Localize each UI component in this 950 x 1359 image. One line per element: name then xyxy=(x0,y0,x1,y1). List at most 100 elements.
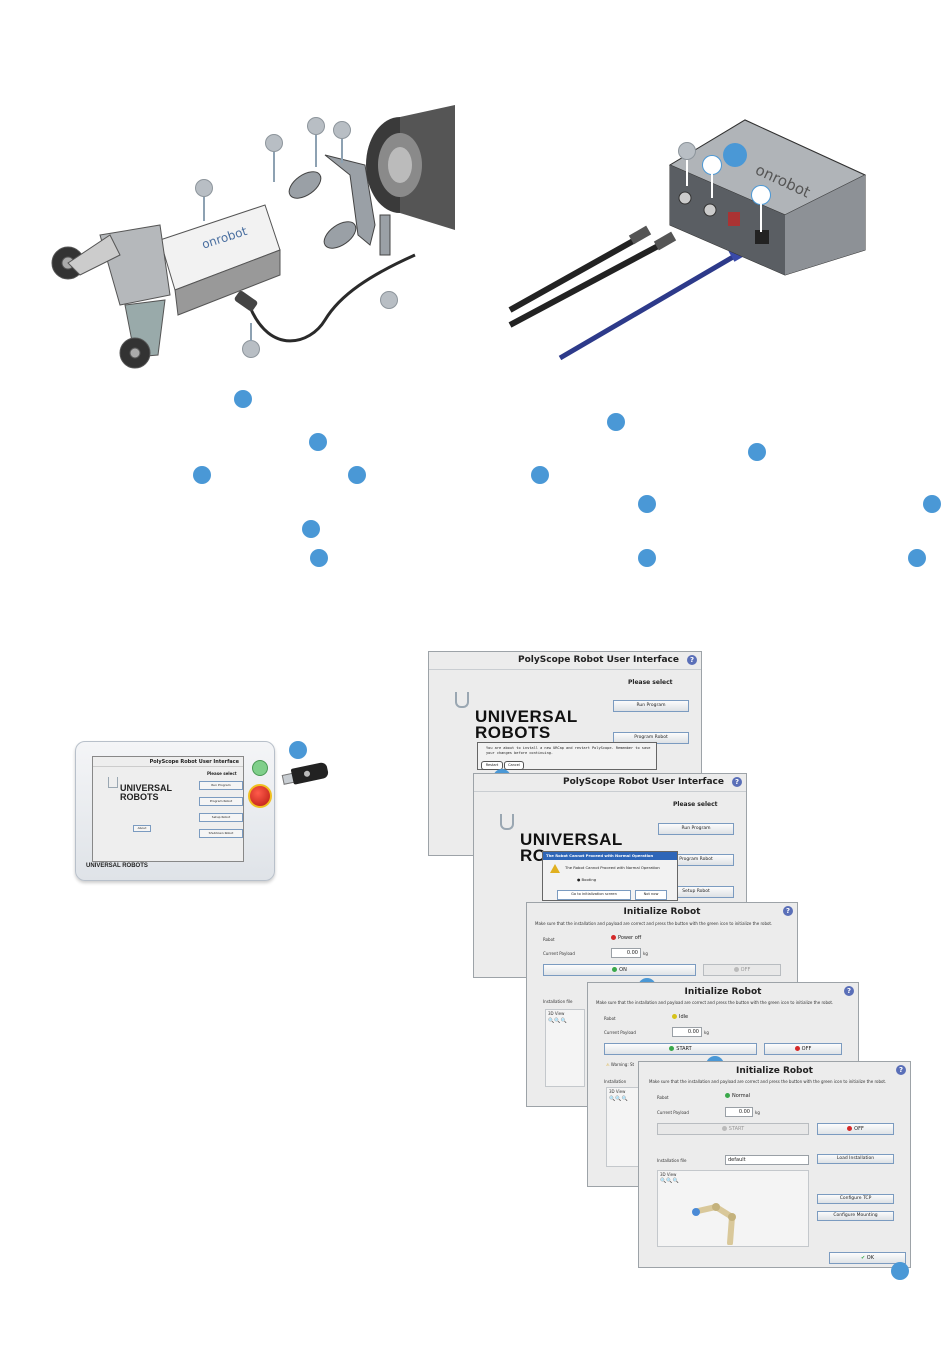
start-button[interactable]: START xyxy=(604,1043,757,1055)
pendant-btn-shutdown[interactable]: Shutdown Robot xyxy=(199,829,243,838)
installation-label: Installation xyxy=(604,1079,627,1084)
restart-button[interactable]: Restart xyxy=(481,761,503,770)
screen1-please-select: Please select xyxy=(628,679,673,686)
run-program-button[interactable]: Run Program xyxy=(658,823,734,835)
usb-stick xyxy=(281,761,331,787)
screen5-instructions: Make sure that the installation and payl… xyxy=(649,1079,887,1084)
payload-unit: kg xyxy=(755,1110,760,1115)
gripper-drawing: onrobot xyxy=(51,105,455,369)
pendant-btn-setup[interactable]: Setup Robot xyxy=(199,813,243,822)
step-dot xyxy=(234,390,252,408)
ok-button[interactable]: ✔ OK xyxy=(829,1252,906,1264)
robot-status-text: Power off xyxy=(618,935,642,941)
ur-logo: UNIVERSAL RO xyxy=(520,830,623,864)
pendant-title: PolyScope Robot User Interface xyxy=(149,759,239,765)
step-dot xyxy=(607,413,625,431)
check-icon: ✔ xyxy=(860,1255,866,1261)
teach-pendant: PolyScope Robot User Interface Please se… xyxy=(75,741,275,881)
pendant-please-select: Please select xyxy=(207,771,237,776)
off-button-label: OFF xyxy=(740,967,751,973)
help-icon[interactable]: ? xyxy=(844,986,854,996)
leader-line xyxy=(686,160,688,186)
off-button[interactable]: OFF xyxy=(764,1043,842,1055)
3d-view-panel[interactable]: 3D View 🔍🔍🔍 xyxy=(606,1087,640,1167)
help-icon[interactable]: ? xyxy=(732,777,742,787)
pendant-screen[interactable]: PolyScope Robot User Interface Please se… xyxy=(92,756,244,862)
step-dot xyxy=(891,1262,909,1280)
controller-illustration: onrobot xyxy=(480,110,880,370)
go-to-initialization-button[interactable]: Go to initialization screen xyxy=(557,890,631,900)
pendant-btn-program[interactable]: Program Robot xyxy=(199,797,243,806)
on-button-label: ON xyxy=(619,967,627,973)
pendant-btn-run[interactable]: Run Program xyxy=(199,781,243,790)
status-green-led xyxy=(612,967,618,972)
help-icon[interactable]: ? xyxy=(896,1065,906,1075)
step-dot xyxy=(193,466,211,484)
zoom-icons[interactable]: 🔍🔍🔍 xyxy=(660,1178,679,1184)
callout-cable-holder xyxy=(380,291,398,309)
run-program-button[interactable]: Run Program xyxy=(613,700,689,712)
controller-drawing: onrobot xyxy=(508,119,867,361)
screen2-title: PolyScope Robot User Interface xyxy=(563,777,724,787)
status-red-led xyxy=(847,1126,853,1131)
emergency-stop-button[interactable] xyxy=(248,784,272,808)
3d-view-panel[interactable]: 3D View 🔍🔍🔍 xyxy=(657,1170,809,1247)
step-dot xyxy=(748,443,766,461)
configure-tcp-button[interactable]: Configure TCP xyxy=(817,1194,894,1204)
callout-adapter-plate xyxy=(307,117,325,135)
urcap-restart-dialog: You are about to install a new URCap and… xyxy=(477,742,657,770)
gripper-illustration: onrobot xyxy=(40,95,470,385)
pendant-btn-about[interactable]: About xyxy=(133,825,151,832)
start-button-label: START xyxy=(676,1046,692,1052)
status-red-led xyxy=(794,1046,800,1051)
3d-view-label: 3D View xyxy=(660,1172,677,1177)
logo-line1: UNIVERSAL xyxy=(475,707,578,726)
configure-mounting-button[interactable]: Configure Mounting xyxy=(817,1211,894,1221)
3d-view-label: 3D View xyxy=(548,1011,565,1016)
leader-line xyxy=(273,152,275,182)
off-button-disabled[interactable]: OFF xyxy=(703,964,781,976)
cancel-button[interactable]: Cancel xyxy=(504,761,524,770)
screen3-instructions: Make sure that the installation and payl… xyxy=(535,921,773,926)
payload-label: Current Payload xyxy=(543,951,575,956)
robot-arm-3d-icon xyxy=(692,1203,736,1245)
status-green-led xyxy=(725,1093,730,1098)
payload-field[interactable]: 0.00 xyxy=(672,1027,702,1037)
leader-line xyxy=(250,323,252,341)
on-button[interactable]: ON xyxy=(543,964,696,976)
help-icon[interactable]: ? xyxy=(687,655,697,665)
pendant-logo-mark xyxy=(108,777,118,788)
status-gray-led xyxy=(721,1126,727,1131)
logo-line2: ROBOTS xyxy=(475,723,551,742)
payload-label: Current Payload xyxy=(657,1110,689,1115)
power-button[interactable] xyxy=(252,760,268,776)
step-dot xyxy=(348,466,366,484)
not-now-button[interactable]: Not now xyxy=(635,890,667,900)
off-button[interactable]: OFF xyxy=(817,1123,894,1135)
step-dot xyxy=(289,741,307,759)
installation-label: Installation file xyxy=(657,1158,687,1163)
pendant-logo-line2: ROBOTS xyxy=(120,792,159,802)
robot-status-text: Normal xyxy=(732,1093,751,1099)
load-installation-button[interactable]: Load Installation xyxy=(817,1154,894,1164)
step-dot xyxy=(531,466,549,484)
pendant-logo: UNIVERSAL ROBOTS xyxy=(120,784,172,802)
callout-gripper xyxy=(195,179,213,197)
zoom-icons[interactable]: 🔍🔍🔍 xyxy=(609,1096,628,1102)
robot-status: Power off xyxy=(611,935,641,941)
3d-view-panel[interactable]: 3D View 🔍🔍🔍 xyxy=(545,1009,585,1087)
callout-cable xyxy=(242,340,260,358)
installation-field[interactable]: default xyxy=(725,1155,809,1165)
help-icon[interactable]: ? xyxy=(783,906,793,916)
warning-icon xyxy=(550,864,560,873)
step-dot xyxy=(638,549,656,567)
zoom-icons[interactable]: 🔍🔍🔍 xyxy=(548,1018,567,1024)
cannot-proceed-dialog: The Robot Cannot Proceed with Normal Ope… xyxy=(542,851,678,901)
warning-label: Warning: St xyxy=(610,1062,635,1067)
callout-bracket xyxy=(333,121,351,139)
start-button-label: START xyxy=(728,1126,745,1132)
start-button-disabled[interactable]: START xyxy=(657,1123,809,1135)
payload-field[interactable]: 0.00 xyxy=(611,948,641,958)
payload-field[interactable]: 0.00 xyxy=(725,1107,753,1117)
logo-line1: UNIVERSAL xyxy=(520,830,623,849)
